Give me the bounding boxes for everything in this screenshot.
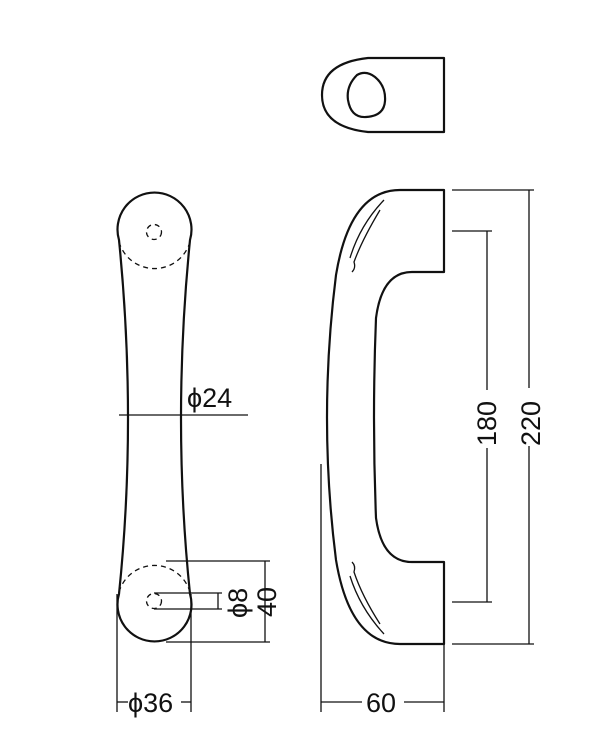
d60-label: 60 bbox=[366, 688, 396, 718]
bottom-screw-hole bbox=[145, 592, 163, 610]
front-view: ϕ24 ϕ8 40 ϕ36 bbox=[116, 191, 282, 718]
upper-shade-line-2 bbox=[351, 209, 381, 273]
bottom-hidden-arc bbox=[118, 564, 191, 593]
d180-label: 180 bbox=[472, 401, 502, 446]
lower-shade-line bbox=[349, 575, 385, 635]
phi24-label: ϕ24 bbox=[187, 383, 232, 413]
end-view-outline bbox=[320, 56, 446, 134]
side-view: 60 180 220 bbox=[320, 188, 546, 718]
top-screw-hole bbox=[145, 223, 163, 241]
d40-label: 40 bbox=[252, 587, 282, 617]
end-view bbox=[320, 56, 446, 134]
upper-shade-line bbox=[349, 199, 385, 259]
side-view-outline bbox=[325, 188, 446, 646]
phi8-label: ϕ8 bbox=[223, 588, 253, 618]
front-view-outline bbox=[116, 191, 193, 643]
end-view-hole bbox=[346, 71, 387, 119]
d220-label: 220 bbox=[516, 401, 546, 446]
phi36-label: ϕ36 bbox=[128, 688, 173, 718]
top-hidden-arc bbox=[118, 241, 191, 270]
lower-shade-line-2 bbox=[351, 561, 381, 625]
